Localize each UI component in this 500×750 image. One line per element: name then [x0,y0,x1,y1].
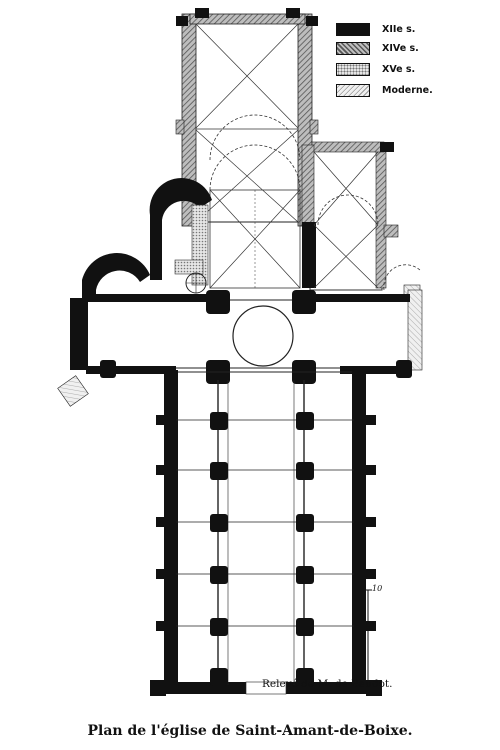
legend-swatch [336,41,370,55]
scale-label: 10 [372,584,383,593]
surveyor-credit: Relevé de M. de Baudot. [262,678,393,690]
legend-swatch [336,62,370,76]
scale-bar [364,589,372,691]
crossing-piers [100,290,412,384]
legend-label: Moderne. [382,84,433,96]
legend-label: XIVe s. [382,42,419,54]
north-chapel [82,178,212,300]
crossing-vaults [209,114,301,289]
legend-item-12th-century: XIIe s. [336,22,415,36]
legend-item-15th-century: XVe s. [336,62,415,76]
east-chapel [301,141,421,300]
legend-swatch [336,83,370,97]
legend-item-modern: Moderne. [336,83,433,97]
legend-label: XIIe s. [382,23,416,35]
legend-swatch [336,22,370,36]
legend-item-14th-century: XIVe s. [336,41,419,55]
legend-label: XVe s. [382,63,416,75]
nave [150,370,382,696]
plan-caption: Plan de l'église de Saint-Amant-de-Boixe… [87,723,413,739]
transept [57,289,423,407]
choir [175,8,319,227]
